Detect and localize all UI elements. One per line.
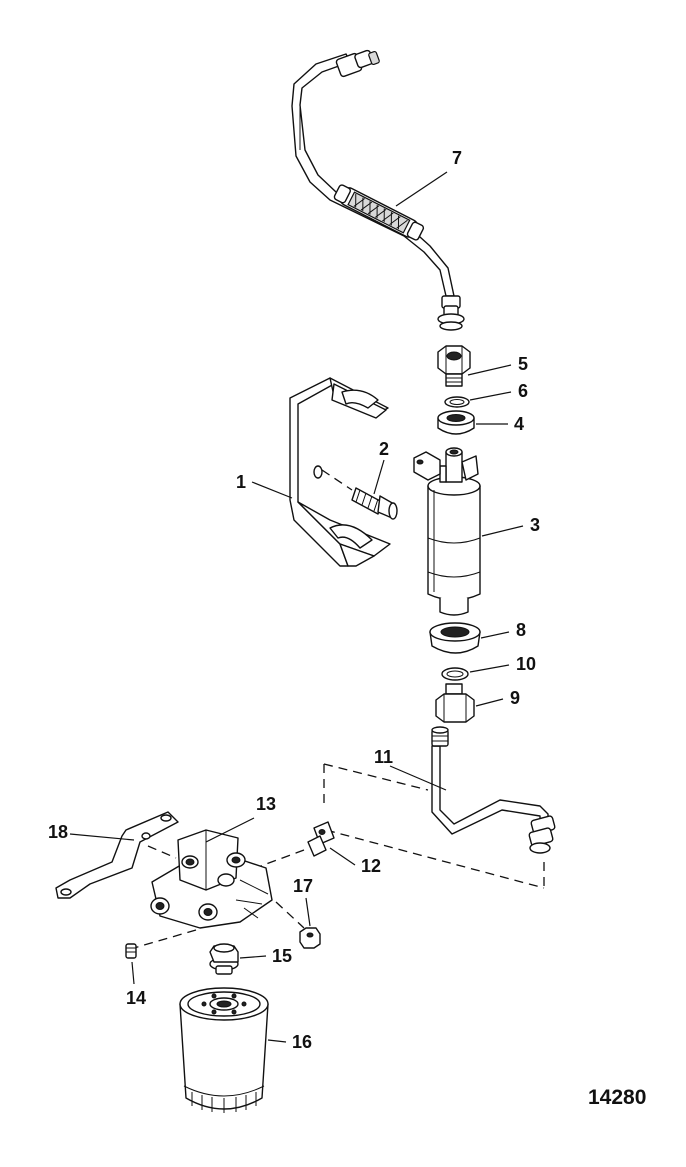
callout-5: 5: [518, 354, 528, 374]
leader-line-3: [481, 525, 524, 537]
leader-line-9: [475, 698, 504, 707]
callout-11: 11: [374, 747, 393, 767]
filter-head-part-13: [133, 829, 273, 949]
callout-18: 18: [48, 822, 68, 842]
adapter-bracket-part-18: [55, 811, 179, 899]
leader-line-8: [480, 631, 510, 639]
fitting-part-5: [437, 345, 471, 387]
callout-8: 8: [516, 620, 526, 640]
callout-9: 9: [510, 688, 520, 708]
leader-line-11: [389, 765, 447, 791]
fuel-pump-part-3: [413, 447, 481, 616]
callout-17: 17: [293, 876, 313, 896]
clip-part-12: [249, 821, 335, 871]
callout-15: 15: [272, 946, 292, 966]
leader-line-16: [267, 1039, 287, 1043]
callout-13: 13: [256, 794, 276, 814]
fuel-line-part-7: [291, 49, 465, 331]
leader-line-17: [305, 897, 311, 927]
leader-line-18: [69, 833, 135, 841]
callout-12: 12: [361, 856, 381, 876]
fuel-line-part-11: [323, 726, 556, 889]
leader-line-6: [469, 391, 512, 401]
grommet-part-8: [429, 622, 481, 654]
o-ring-part-10: [441, 667, 469, 681]
callout-4: 4: [514, 414, 524, 434]
callout-3: 3: [530, 515, 540, 535]
leader-line-2: [373, 459, 385, 495]
fitting-part-9: [435, 683, 475, 723]
grommet-part-4: [437, 410, 475, 435]
callout-10: 10: [516, 654, 536, 674]
bolt-part-2: [321, 469, 398, 520]
callout-2: 2: [379, 439, 389, 459]
drain-plug-part-15: [209, 943, 239, 975]
nut-part-17: [275, 901, 321, 949]
plug-part-14: [125, 943, 137, 959]
reference-number: 14280: [588, 1086, 646, 1109]
mounting-bracket-part-1: [289, 377, 391, 567]
callout-14: 14: [126, 988, 146, 1008]
leader-line-10: [469, 664, 510, 673]
leader-line-13: [205, 817, 255, 843]
leader-line-1: [251, 481, 293, 499]
callout-7: 7: [452, 148, 462, 168]
o-ring-part-6: [444, 396, 470, 408]
callout-1: 1: [236, 472, 246, 492]
leader-line-12: [329, 847, 356, 866]
leader-line-7: [395, 171, 448, 207]
fuel-filter-part-16: [179, 987, 269, 1113]
leader-line-14: [131, 961, 135, 985]
callout-16: 16: [292, 1032, 312, 1052]
leader-line-15: [239, 955, 267, 959]
leader-line-5: [467, 364, 512, 376]
callout-6: 6: [518, 381, 528, 401]
